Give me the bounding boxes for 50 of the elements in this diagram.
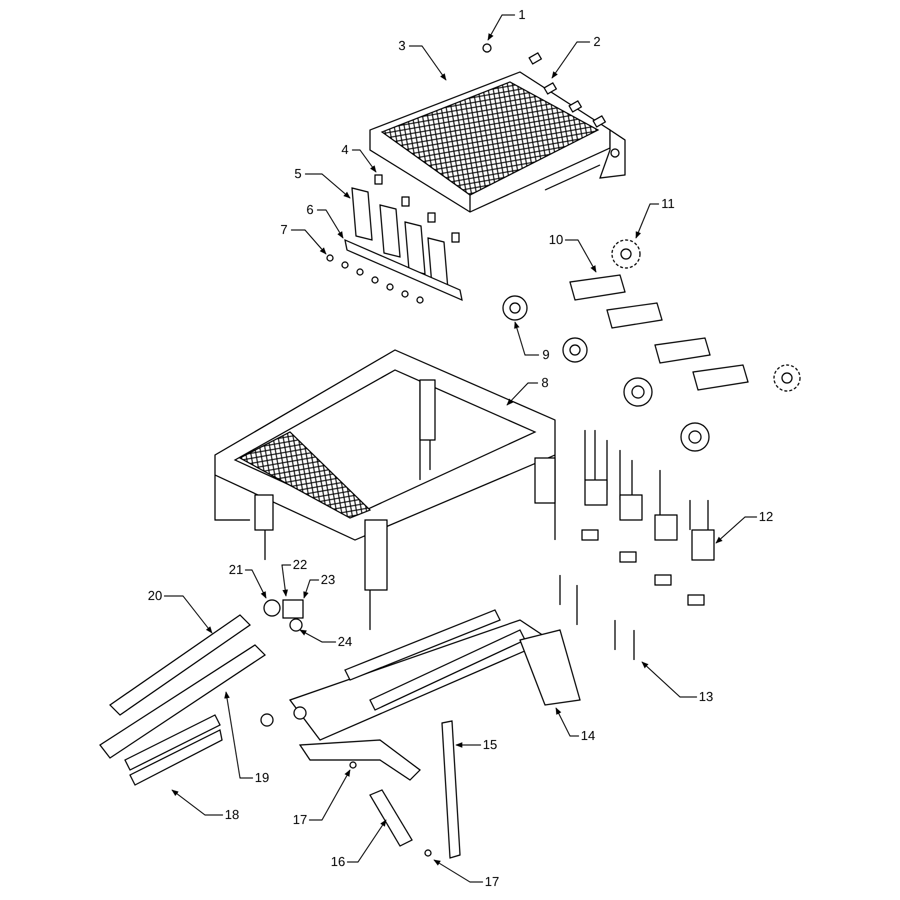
callout-number: 16 [330,855,346,869]
leader-line [506,382,538,406]
leader-line [556,707,580,736]
callout-number: 7 [280,223,288,237]
leader-line [346,819,386,862]
leader-line [299,630,336,642]
callout-number: 13 [698,690,714,704]
leader-line [408,46,446,81]
leader-line [636,204,660,239]
callout-number: 15 [482,738,498,752]
callout-number: 8 [541,376,549,390]
callout-number: 23 [320,573,336,587]
callout-number: 9 [542,348,550,362]
leader-line [433,860,484,882]
leader-line [564,240,596,273]
leader-line [488,14,516,41]
callout-number: 11 [661,197,675,211]
leader-line [552,42,590,79]
callout-number: 1 [518,8,526,22]
callout-number: 6 [306,203,314,217]
callout-number: 18 [224,808,240,822]
leader-line [224,691,254,778]
leader-line [316,210,344,239]
leader-line [641,662,698,698]
leader-line [171,790,224,816]
leader-line [715,516,758,544]
callout-number: 3 [398,39,406,53]
leader-line [304,174,351,198]
callout-number: 19 [254,771,270,785]
callout-number: 5 [294,167,302,181]
callout-number: 2 [593,35,601,49]
leader-line [281,564,292,597]
leader-line [514,321,540,356]
callout-number: 24 [338,635,352,649]
callout-number: 14 [580,729,596,743]
leader-line [308,769,350,820]
callout-number: 20 [148,589,162,603]
callout-number: 12 [758,510,774,524]
callout-number: 4 [341,143,349,157]
leader-line [352,150,376,173]
callout-number: 10 [548,233,564,247]
callout-number: 17 [292,813,308,827]
callout-number: 21 [228,563,244,577]
leader-line [164,596,212,634]
callout-number: 17 [484,875,500,889]
leader-line [303,580,320,599]
leader-line [455,742,482,748]
callout-number: 22 [292,558,308,572]
leader-line [290,230,326,255]
leader-line [244,570,266,599]
